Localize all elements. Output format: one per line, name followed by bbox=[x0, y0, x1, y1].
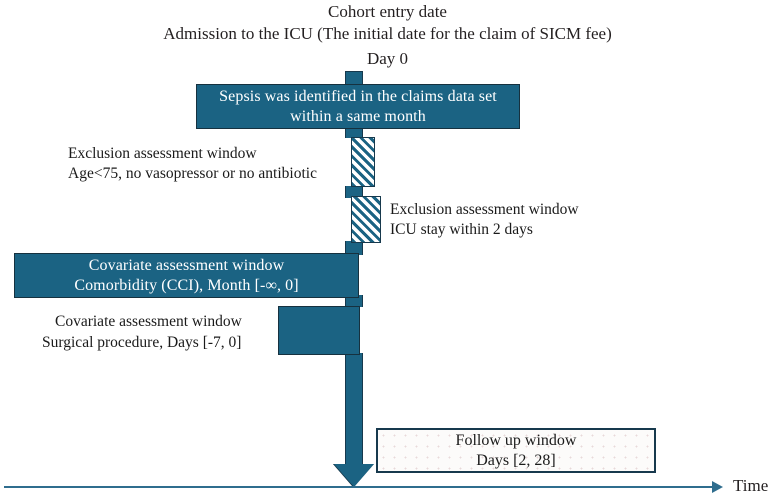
label-exclusion-icu-line2: ICU stay within 2 days bbox=[390, 221, 533, 238]
timeline-bar-segment-a bbox=[345, 126, 363, 138]
box-covariate-cci-line1: Covariate assessment window bbox=[88, 256, 285, 274]
timeline-bar-segment-c bbox=[345, 241, 363, 255]
timeline-bar-segment-e bbox=[345, 353, 363, 465]
box-covariate-surgical-procedure bbox=[278, 306, 360, 355]
box-follow-up-window: Follow up window Days [2, 28] bbox=[376, 428, 656, 473]
box-followup-line2: Days [2, 28] bbox=[476, 451, 556, 469]
header-line-admission-icu: Admission to the ICU (The initial date f… bbox=[163, 24, 612, 43]
box-sepsis-line2: within a same month bbox=[290, 107, 426, 125]
box-exclusion-age-hatch bbox=[351, 137, 375, 187]
box-covariate-comorbidity: Covariate assessment window Comorbidity … bbox=[14, 253, 359, 298]
label-covariate-surgery-line2: Surgical procedure, Days [-7, 0] bbox=[42, 334, 242, 351]
time-axis-label: Time bbox=[733, 476, 769, 495]
header-line-day-zero: Day 0 bbox=[366, 49, 409, 68]
label-exclusion-age-line2: Age<75, no vasopressor or no antibiotic bbox=[68, 165, 317, 182]
box-sepsis-line1: Sepsis was identified in the claims data… bbox=[219, 87, 497, 105]
time-axis-line bbox=[4, 486, 714, 488]
timeline-bar-segment-d bbox=[345, 295, 363, 307]
label-exclusion-icu-line1: Exclusion assessment window bbox=[390, 201, 579, 218]
time-axis-arrow-icon bbox=[712, 481, 723, 493]
timeline-bar-segment-b bbox=[345, 186, 363, 198]
box-covariate-cci-line2: Comorbidity (CCI), Month [-∞, 0] bbox=[74, 276, 299, 294]
label-covariate-surgery-line1: Covariate assessment window bbox=[55, 313, 242, 330]
box-followup-line1: Follow up window bbox=[455, 431, 577, 449]
box-sepsis-identified: Sepsis was identified in the claims data… bbox=[196, 84, 520, 129]
label-exclusion-age-line1: Exclusion assessment window bbox=[68, 145, 257, 162]
header-line-cohort-entry-date: Cohort entry date bbox=[328, 2, 447, 21]
timeline-arrow-head bbox=[334, 464, 374, 487]
box-exclusion-icu-hatch bbox=[351, 196, 381, 243]
